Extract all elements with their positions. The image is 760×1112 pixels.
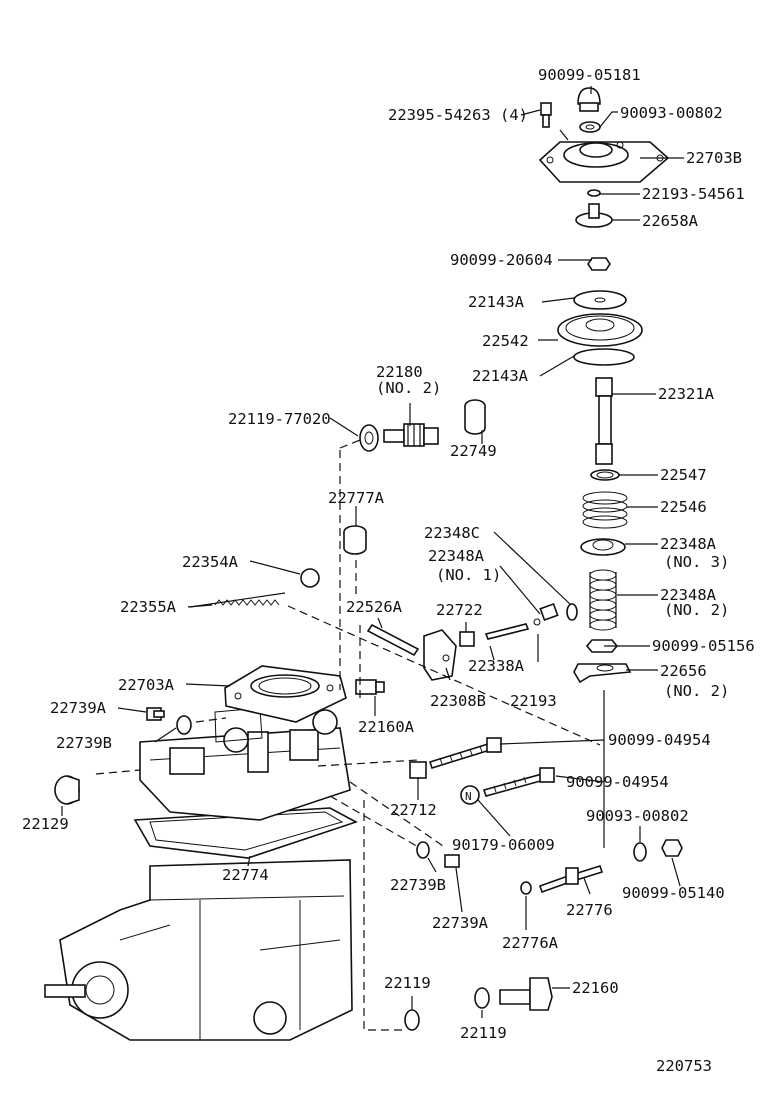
label-22160: 22160 <box>572 979 619 997</box>
label-22712: 22712 <box>390 801 437 819</box>
label-22749: 22749 <box>450 442 497 460</box>
label-90099-05181: 90099-05181 <box>538 66 641 84</box>
label-22703B: 22703B <box>686 149 742 167</box>
label-22180-no2: (NO. 2) <box>376 379 441 397</box>
label-22395-54263: 22395-54263 (4) <box>388 106 528 124</box>
label-22776A: 22776A <box>502 934 559 952</box>
label-90093-00802-top: 90093-00802 <box>620 104 723 122</box>
label-22547: 22547 <box>660 466 707 484</box>
label-22348A-no3: 22348A <box>660 535 717 553</box>
label-90099-04954-a: 90099-04954 <box>608 731 711 749</box>
label-22348A-no2-sub: (NO. 2) <box>664 601 729 619</box>
label-22774: 22774 <box>222 866 269 884</box>
fittings-illustration: N <box>54 707 683 1031</box>
label-22776: 22776 <box>566 901 613 919</box>
label-22348A-no1: 22348A <box>428 547 485 565</box>
part-labels: 90099-05181 22395-54263 (4) 90093-00802 … <box>22 66 755 1075</box>
label-22160A: 22160A <box>358 718 415 736</box>
label-22658A: 22658A <box>642 212 699 230</box>
label-22348A-no1-sub: (NO. 1) <box>436 566 501 584</box>
label-22526A: 22526A <box>346 598 403 616</box>
cover-assembly-illustration <box>538 87 670 228</box>
label-22129: 22129 <box>22 815 69 833</box>
label-22338A: 22338A <box>468 657 525 675</box>
label-22722: 22722 <box>436 601 483 619</box>
label-22119-left: 22119 <box>384 974 431 992</box>
label-figure-number: 220753 <box>656 1057 712 1075</box>
label-22348A-no3-sub: (NO. 3) <box>664 553 729 571</box>
label-22193-54561: 22193-54561 <box>642 185 745 203</box>
label-90099-05140: 90099-05140 <box>622 884 725 902</box>
label-22739B-left: 22739B <box>56 734 112 752</box>
label-22542: 22542 <box>482 332 529 350</box>
label-22739B-right: 22739B <box>390 876 446 894</box>
pump-body-illustration <box>44 665 385 1041</box>
label-22656: 22656 <box>660 662 707 680</box>
label-90099-04954-b: 90099-04954 <box>566 773 669 791</box>
label-90099-20604: 90099-20604 <box>450 251 553 269</box>
label-22321A: 22321A <box>658 385 715 403</box>
label-22354A: 22354A <box>182 553 239 571</box>
label-22143A-top: 22143A <box>468 293 525 311</box>
label-22739A-left: 22739A <box>50 699 107 717</box>
label-90179-06009: 90179-06009 <box>452 836 555 854</box>
label-22546: 22546 <box>660 498 707 516</box>
label-22355A: 22355A <box>120 598 177 616</box>
leader-lines <box>61 86 684 1018</box>
label-22193: 22193 <box>510 692 557 710</box>
nut-marker-label: N <box>465 790 472 803</box>
label-22180: 22180 <box>376 363 423 381</box>
diaphragm-stack-illustration <box>557 257 643 684</box>
label-22703A: 22703A <box>118 676 175 694</box>
label-90099-05156: 90099-05156 <box>652 637 755 655</box>
label-22656-no2: (NO. 2) <box>664 682 729 700</box>
label-22739A-right: 22739A <box>432 914 489 932</box>
label-22119-right: 22119 <box>460 1024 507 1042</box>
label-22348A-no2: 22348A <box>660 586 717 604</box>
valve-group-illustration <box>189 399 578 681</box>
label-22348C: 22348C <box>424 524 480 542</box>
assembly-guide-lines <box>95 439 601 1031</box>
label-22119-77020: 22119-77020 <box>228 410 331 428</box>
label-22143A-bottom: 22143A <box>472 367 529 385</box>
label-90093-00802-bottom: 90093-00802 <box>586 807 689 825</box>
label-22308B: 22308B <box>430 692 486 710</box>
label-22777A: 22777A <box>328 489 385 507</box>
